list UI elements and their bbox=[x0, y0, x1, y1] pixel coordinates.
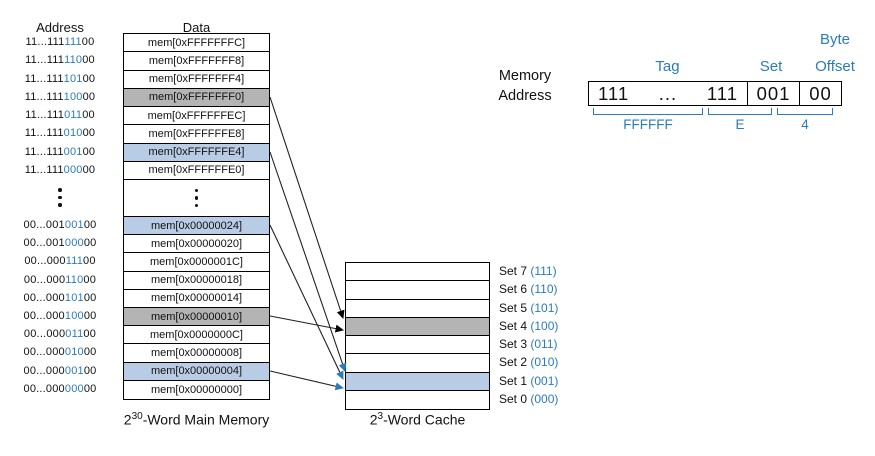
memory-cell: mem[0xFFFFFFE4] bbox=[124, 143, 269, 162]
byte-label: Byte bbox=[819, 31, 850, 48]
set-field-label: Set bbox=[759, 58, 783, 75]
memory-cell: mem[0xFFFFFFF8] bbox=[124, 52, 269, 71]
memory-cell: mem[0xFFFFFFE8] bbox=[124, 125, 269, 144]
set-label: Set 2 (010) bbox=[499, 355, 559, 370]
set-label: Set 7 (111) bbox=[499, 264, 557, 279]
mid-hex-brace bbox=[708, 108, 772, 115]
cache-box bbox=[345, 262, 490, 410]
byte-offset-field: 00 bbox=[809, 82, 832, 104]
cache-set-row bbox=[346, 281, 489, 300]
memory-cell: mem[0x0000000C] bbox=[124, 326, 269, 345]
column-header-data: Data bbox=[182, 20, 211, 35]
memory-cell: mem[0xFFFFFFF4] bbox=[124, 71, 269, 89]
memory-caption: 230-Word Main Memory bbox=[123, 411, 270, 428]
set-label: Set 6 (110) bbox=[499, 282, 558, 297]
memory-cell: mem[0x0000001C] bbox=[124, 253, 269, 272]
hex-value-mid: E bbox=[735, 117, 745, 132]
memory-address-label: Memory Address bbox=[498, 68, 552, 104]
memory-cell: mem[0xFFFFFFFC] bbox=[124, 34, 269, 53]
low-hex-brace bbox=[777, 108, 833, 115]
hex-value-tag: FFFFFF bbox=[623, 117, 673, 132]
arrow-ffff fff0-to-set4 bbox=[269, 96, 345, 319]
cache-set-row bbox=[346, 263, 489, 282]
memory-cell: mem[0xFFFFFFF0] bbox=[124, 88, 269, 107]
memory-cell: mem[0xFFFFFFE0] bbox=[124, 162, 269, 180]
offset-label: Offset bbox=[815, 58, 855, 75]
tag-hex-brace bbox=[593, 108, 703, 115]
memory-cell: mem[0x00000010] bbox=[124, 307, 269, 327]
cache-set-row bbox=[346, 354, 489, 373]
memory-cell: mem[0x00000014] bbox=[124, 290, 269, 308]
tag-label: Tag bbox=[655, 58, 680, 75]
tag-field: 111 ... 111 bbox=[589, 82, 748, 105]
cache-set-row bbox=[346, 300, 489, 318]
set-label: Set 3 (011) bbox=[499, 337, 558, 352]
hex-value-low: 4 bbox=[801, 117, 809, 132]
arrow-00000010-to-set4 bbox=[269, 315, 344, 333]
cache-set-row bbox=[346, 391, 489, 409]
set-label: Set 4 (100) bbox=[499, 318, 559, 333]
cache-set-row bbox=[346, 372, 489, 391]
memory-cell: mem[0x00000000] bbox=[150, 383, 243, 396]
cache-set-row bbox=[346, 317, 489, 336]
memory-cell: mem[0x00000018] bbox=[124, 272, 269, 290]
memory-cell: mem[0xFFFFFFEC] bbox=[124, 107, 269, 126]
set-field: 001 bbox=[748, 82, 800, 105]
ellipsis-dots bbox=[124, 180, 269, 217]
set-label: Set 5 (101) bbox=[499, 300, 559, 315]
set-label: Set 0 (000) bbox=[499, 391, 559, 406]
memory-cell: mem[0x00000024] bbox=[124, 217, 269, 236]
arrow-ffffffe4-to-set1 bbox=[269, 151, 347, 372]
cache-caption: 23-Word Cache bbox=[369, 411, 466, 428]
set-label-column: Set 7 (111) Set 6 (110) Set 5 (101) Set … bbox=[499, 262, 558, 408]
arrow-00000004-to-set1 bbox=[269, 370, 344, 391]
memory-cell: mem[0x00000008] bbox=[124, 344, 269, 363]
cache-set-row bbox=[346, 336, 489, 355]
ellipsis-dots bbox=[4, 179, 116, 216]
memory-cell: mem[0x00000020] bbox=[124, 235, 269, 254]
main-memory-box: mem[0xFFFFFFFC] mem[0xFFFFFFF8] mem[0xFF… bbox=[123, 33, 270, 400]
address-field-box: 111 ... 111 001 00 bbox=[588, 81, 842, 106]
set-label: Set 1 (001) bbox=[499, 373, 559, 388]
column-header-address: Address bbox=[36, 20, 84, 35]
memory-cell: mem[0x00000004] bbox=[124, 362, 269, 381]
arrow-00000024-to-set1 bbox=[269, 224, 344, 380]
